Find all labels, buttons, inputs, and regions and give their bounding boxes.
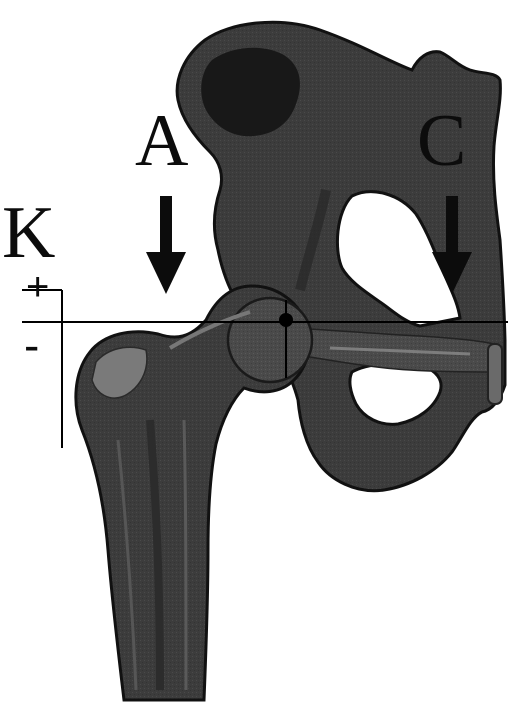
label-minus: - [24, 322, 39, 368]
femoral-head [228, 298, 312, 382]
arrow-a-shaft [160, 196, 172, 254]
hip-center-point [279, 313, 293, 327]
label-c: C [417, 104, 466, 178]
arrow-a [146, 196, 186, 294]
arrow-a-head [146, 252, 186, 294]
label-a: A [135, 104, 188, 178]
label-plus: + [26, 267, 49, 307]
arrow-c-shaft [446, 196, 458, 254]
femur [76, 286, 312, 700]
pubic-symphysis [488, 344, 502, 404]
label-k: K [2, 196, 55, 270]
